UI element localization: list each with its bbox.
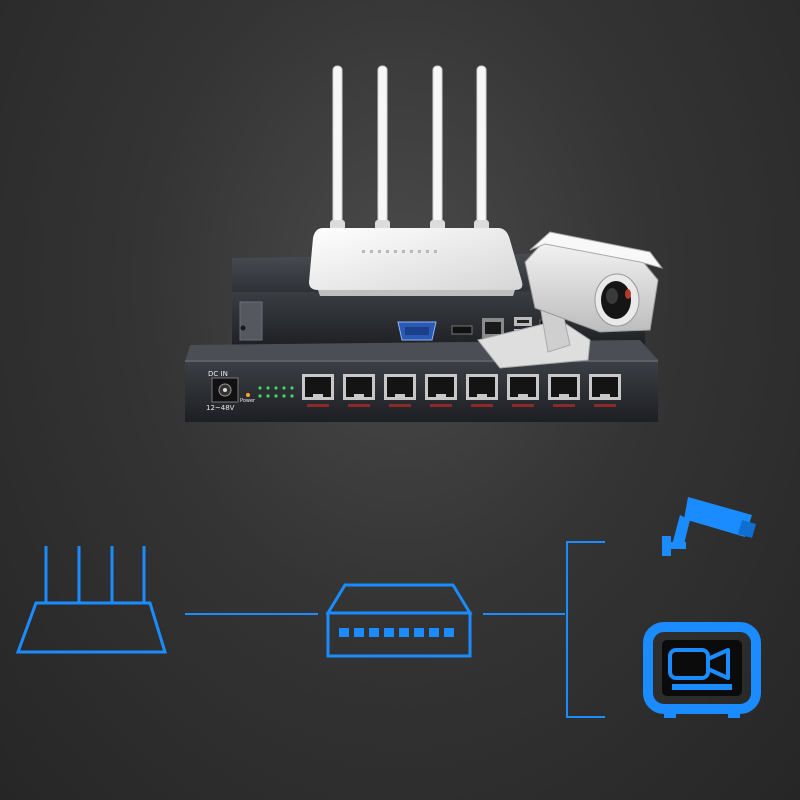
screw-icon	[240, 325, 246, 331]
switch-icon-ports	[339, 628, 454, 637]
hdmi-port-icon	[451, 325, 473, 335]
switch-icon-port-5	[399, 628, 409, 637]
rj45-port-8	[589, 374, 621, 407]
switch-icon-port-2	[354, 628, 364, 637]
switch-icon-port-1	[339, 628, 349, 637]
switch-icon-port-4	[384, 628, 394, 637]
switch-icon-port-6	[414, 628, 424, 637]
branch-bracket	[566, 541, 605, 718]
wifi-router-photo	[309, 65, 523, 296]
router-antennas	[332, 65, 487, 235]
dc-in-jack-icon	[211, 377, 239, 403]
rj45-port-2	[343, 374, 375, 407]
switch-ports	[302, 374, 621, 407]
rj45-port-7	[548, 374, 580, 407]
switch-icon-port-7	[429, 628, 439, 637]
router-outline-icon	[15, 546, 168, 654]
diagram-lines	[15, 541, 605, 718]
dc-in-label: DC IN	[208, 370, 228, 378]
switch-icon-port-8	[444, 628, 454, 637]
rj45-port-6	[507, 374, 539, 407]
switch-icon-port-3	[369, 628, 379, 637]
rj45-port-3	[384, 374, 416, 407]
voltage-label: 12~48V	[206, 404, 235, 412]
nvr-lan-port-icon	[482, 318, 504, 338]
poe-switch-icon	[325, 583, 473, 658]
bullet-camera-photo	[477, 231, 664, 369]
power-label: Power	[240, 398, 256, 404]
cctv-camera-icon	[662, 497, 756, 556]
rj45-port-4	[425, 374, 457, 407]
rj45-port-1	[302, 374, 334, 407]
rj45-port-5	[466, 374, 498, 407]
video-monitor-icon	[643, 622, 761, 718]
vga-port-icon	[397, 321, 437, 341]
status-leds	[246, 386, 294, 398]
